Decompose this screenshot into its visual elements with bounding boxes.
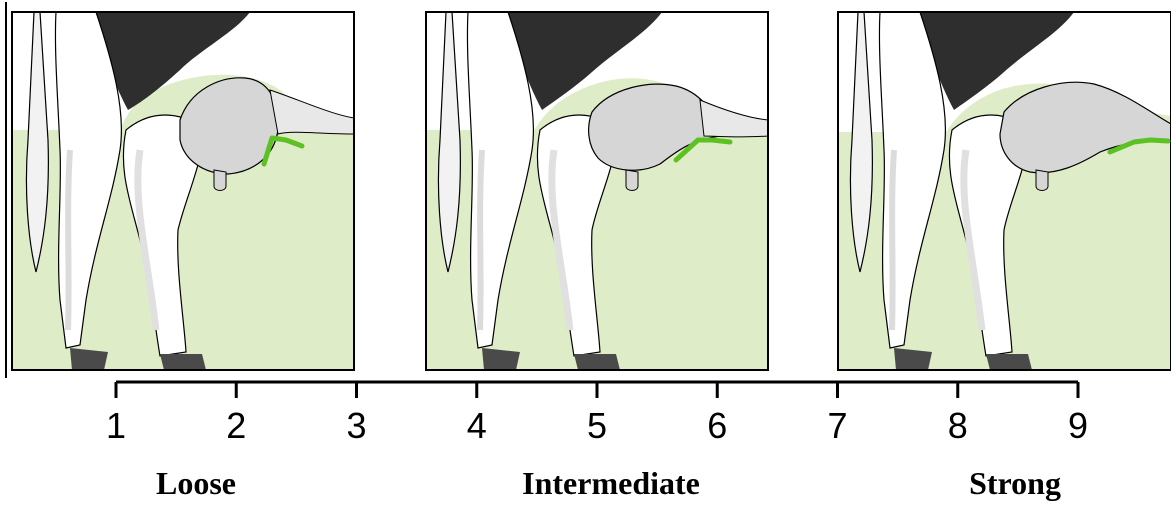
scale-tick-label-2: 2 xyxy=(226,405,246,446)
scale-tick-labels: 1 2 3 4 5 6 7 8 9 xyxy=(106,405,1088,446)
category-label-loose: Loose xyxy=(156,465,236,501)
category-label-strong: Strong xyxy=(969,465,1061,501)
scale-tick-label-9: 9 xyxy=(1068,405,1088,446)
scale-tick-label-7: 7 xyxy=(827,405,847,446)
scale-tick-marks xyxy=(116,382,1078,398)
category-label-intermediate: Intermediate xyxy=(522,465,700,501)
panel-loose-illustration xyxy=(12,12,354,370)
scale-tick-label-4: 4 xyxy=(467,405,487,446)
scale-tick-label-6: 6 xyxy=(707,405,727,446)
scale-tick-label-3: 3 xyxy=(346,405,366,446)
scale-tick-label-8: 8 xyxy=(948,405,968,446)
scale-tick-label-1: 1 xyxy=(106,405,126,446)
panel-strong-illustration xyxy=(838,12,1171,370)
panel-intermediate-illustration xyxy=(426,12,768,370)
scale-tick-label-5: 5 xyxy=(587,405,607,446)
